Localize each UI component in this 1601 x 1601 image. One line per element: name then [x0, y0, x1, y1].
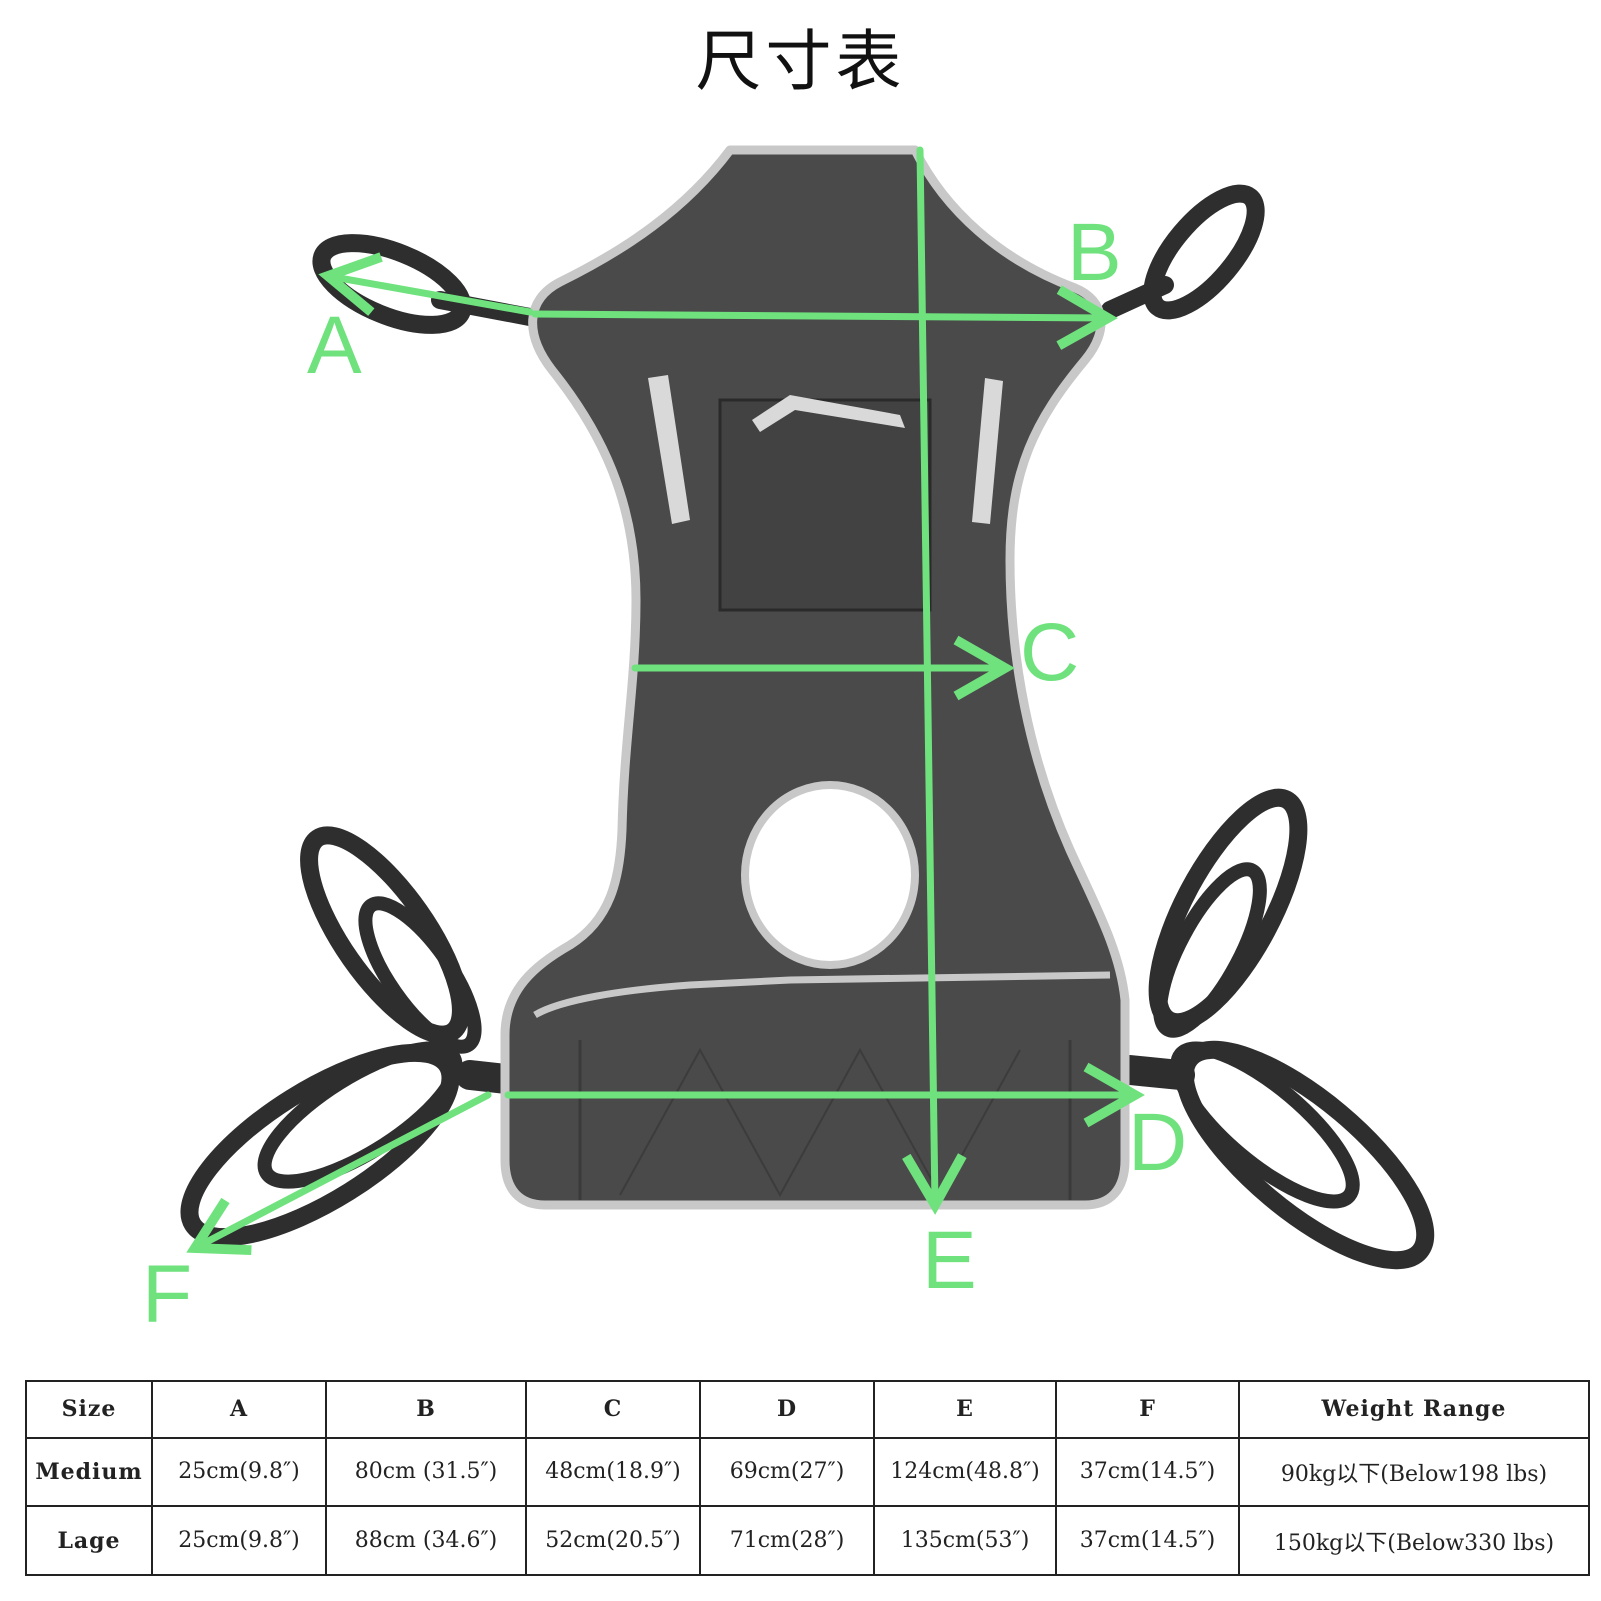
- size-table: Size A B C D E F Weight Range Medium 25c…: [25, 1380, 1590, 1576]
- header-b: B: [325, 1380, 527, 1439]
- sling-diagram: A B C D E F: [142, 145, 1435, 1340]
- row-medium-f: 37cm(14.5″): [1055, 1436, 1240, 1508]
- arrow-a: [318, 252, 534, 316]
- arrow-f: [186, 1091, 492, 1256]
- row-medium-d: 69cm(27″): [699, 1436, 875, 1508]
- row-lage-d: 71cm(28″): [699, 1505, 875, 1576]
- leg-flap-trim: [533, 971, 1111, 1019]
- lower-left-strap-loop-3: [180, 1043, 460, 1247]
- upper-left-strap: [431, 291, 544, 327]
- row-medium-b: 80cm (31.5″): [325, 1436, 527, 1508]
- label-a: A: [307, 300, 362, 391]
- header-size: Size: [25, 1380, 153, 1439]
- header-c: C: [525, 1380, 701, 1439]
- header-e: E: [873, 1380, 1057, 1439]
- lower-right-strap-loop-2: [1153, 862, 1267, 1038]
- label-f: F: [142, 1249, 192, 1340]
- lower-right-strap-loop-4: [1170, 1041, 1360, 1209]
- pocket-handle: [752, 395, 905, 432]
- header-d: D: [699, 1380, 875, 1439]
- table-row: Medium 25cm(9.8″) 80cm (31.5″) 48cm(18.9…: [25, 1436, 1590, 1508]
- left-shoulder-tab: [648, 375, 690, 524]
- row-medium-size: Medium: [25, 1436, 153, 1508]
- row-lage-weight: 150kg以下(Below330 lbs): [1238, 1505, 1590, 1576]
- header-weight-range: Weight Range: [1238, 1380, 1590, 1439]
- upper-right-strap: [1101, 276, 1174, 319]
- arrow-e: [902, 146, 967, 1215]
- row-medium-weight: 90kg以下(Below198 lbs): [1238, 1436, 1590, 1508]
- lower-right-strap-loop-3: [1175, 1040, 1435, 1270]
- measurement-arrows: [186, 146, 1145, 1256]
- label-c: C: [1020, 607, 1079, 698]
- label-d: D: [1128, 1097, 1187, 1188]
- row-lage-b: 88cm (34.6″): [325, 1505, 527, 1576]
- row-lage-c: 52cm(20.5″): [525, 1505, 701, 1576]
- row-medium-a: 25cm(9.8″): [151, 1436, 327, 1508]
- row-medium-e: 124cm(48.8″): [873, 1436, 1057, 1508]
- lower-left-strap-loop-2: [358, 896, 482, 1054]
- leg-flap-seams: [578, 1040, 1072, 1200]
- commode-aperture: [741, 781, 919, 969]
- table-row: Lage 25cm(9.8″) 88cm (34.6″) 52cm(20.5″)…: [25, 1505, 1590, 1576]
- row-medium-c: 48cm(18.9″): [525, 1436, 701, 1508]
- sling-details: [533, 375, 1111, 1200]
- right-shoulder-tab: [972, 378, 1003, 524]
- row-lage-a: 25cm(9.8″): [151, 1505, 327, 1576]
- lower-right-strap-loop-1: [1148, 788, 1308, 1032]
- lower-left-strap-loop-4: [257, 1041, 463, 1189]
- row-lage-size: Lage: [25, 1505, 153, 1576]
- back-pocket: [718, 398, 932, 612]
- lower-right-strap: [1115, 1055, 1195, 1090]
- label-e: E: [922, 1215, 977, 1306]
- label-b: B: [1067, 207, 1122, 298]
- header-f: F: [1055, 1380, 1240, 1439]
- arrow-b: [531, 285, 1118, 350]
- table-header-row: Size A B C D E F Weight Range: [25, 1380, 1590, 1439]
- upper-right-strap-loop: [1143, 184, 1265, 320]
- row-lage-e: 135cm(53″): [873, 1505, 1057, 1576]
- chart-title: 尺寸表: [695, 23, 906, 100]
- lower-left-strap-loop-1: [300, 826, 470, 1044]
- row-lage-f: 37cm(14.5″): [1055, 1505, 1240, 1576]
- header-a: A: [151, 1380, 327, 1439]
